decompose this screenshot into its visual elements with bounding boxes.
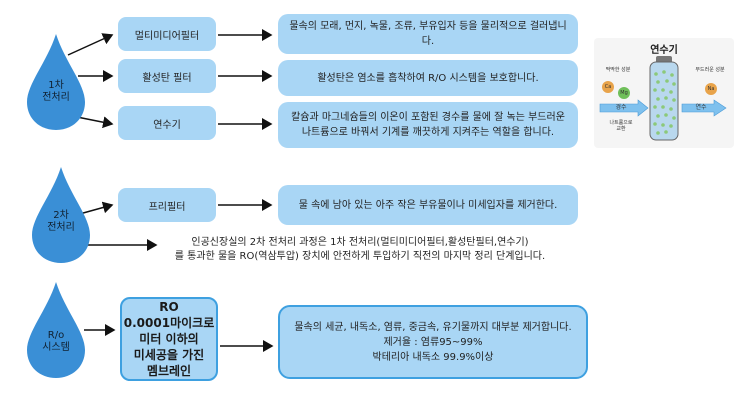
ro-box-line1: RO bbox=[159, 300, 179, 314]
filter-softener: 연수기 bbox=[118, 106, 216, 140]
ro-desc: 물속의 세균, 내독소, 염류, 중금속, 유기물까지 대부분 제거합니다. 제… bbox=[278, 305, 588, 379]
ro-membrane-box: RO 0.0001마이크로 미터 이하의 미세공을 가진 멤브레인 bbox=[120, 297, 218, 381]
desc-multimedia: 물속의 모래, 먼지, 녹물, 조류, 부유입자 등을 물리적으로 걸러냅니다. bbox=[278, 14, 578, 54]
arrow-drop1-filter1 bbox=[67, 33, 114, 56]
inset-left-arrow-label: 경수 bbox=[615, 104, 627, 111]
ro-box-line2: 0.0001마이크로 bbox=[123, 316, 215, 330]
desc-prefilter-text: 물 속에 남아 있는 아주 작은 부유물이나 미세입자를 제거한다. bbox=[298, 199, 558, 211]
ro-box-line3: 미터 이하의 bbox=[139, 332, 199, 346]
stage2-note-line1: 인공신장실의 2차 전처리 과정은 1차 전처리(멀티미디어필터,활성탄필터,연… bbox=[191, 237, 529, 248]
inset-right-arrow-label: 연수 bbox=[695, 104, 707, 111]
inset-title: 연수기 bbox=[650, 45, 678, 56]
ro-desc-line1: 물속의 세균, 내독소, 염류, 중금속, 유기물까지 대부분 제거합니다. bbox=[294, 321, 572, 333]
desc-activated-carbon-text: 활성탄은 염소를 흡착하여 R/O 시스템을 보호합니다. bbox=[317, 72, 539, 84]
inset-left-top: 딱딱한 성분 bbox=[605, 67, 631, 73]
ro-box-line4: 미세공을 가진 bbox=[133, 348, 205, 362]
desc-activated-carbon: 활성탄은 염소를 흡착하여 R/O 시스템을 보호합니다. bbox=[278, 60, 578, 96]
water-drop-icon-stage3 bbox=[27, 282, 85, 378]
softener-drawing bbox=[599, 56, 727, 141]
water-drop-icon-stage1 bbox=[27, 34, 85, 130]
ro-box-line5: 멤브레인 bbox=[146, 364, 192, 378]
desc-softener: 칼슘과 마그네슘들의 이온이 포함된 경수를 물에 잘 녹는 부드러운 나트륨으… bbox=[278, 102, 578, 148]
desc-multimedia-text: 물속의 모래, 먼지, 녹물, 조류, 부유입자 등을 물리적으로 걸러냅니다. bbox=[289, 21, 567, 47]
stage2-note-line2: 를 통과한 물을 RO(역삼투압) 장치에 안전하게 투입하기 직전의 마지막 … bbox=[174, 251, 546, 262]
desc-prefilter: 물 속에 남아 있는 아주 작은 부유물이나 미세입자를 제거한다. bbox=[278, 185, 578, 225]
inset-right-top: 부드러운 성분 bbox=[695, 67, 725, 73]
filter-activated-carbon: 활성탄 필터 bbox=[118, 59, 216, 93]
filter-prefilter: 프리필터 bbox=[118, 188, 216, 222]
filter-activated-carbon-label: 활성탄 필터 bbox=[142, 72, 192, 84]
stage2-note: 인공신장실의 2차 전처리 과정은 1차 전처리(멀티미디어필터,활성탄필터,연… bbox=[160, 236, 560, 264]
filter-prefilter-label: 프리필터 bbox=[148, 201, 186, 213]
inset-ion-na: Na bbox=[707, 86, 715, 92]
inset-ion-ca: Ca bbox=[604, 84, 612, 90]
water-drop-icon-stage2 bbox=[32, 167, 90, 263]
desc-softener-line1: 칼슘과 마그네슘들의 이온이 포함된 경수를 물에 잘 녹는 부드러운 bbox=[291, 112, 565, 123]
ro-desc-line3: 박테리아 내독소 99.9%이상 bbox=[372, 351, 494, 363]
ro-desc-line2: 제거율 : 염류95~99% bbox=[383, 336, 483, 348]
filter-multimedia-label: 멀티미디어필터 bbox=[134, 30, 200, 42]
desc-softener-line2: 나트륨으로 바꿔서 기계를 깨끗하게 지켜주는 역할을 합니다. bbox=[301, 127, 555, 138]
inset-ion-mg: Mg bbox=[620, 90, 628, 96]
filter-multimedia: 멀티미디어필터 bbox=[118, 17, 216, 51]
filter-softener-label: 연수기 bbox=[153, 119, 181, 131]
